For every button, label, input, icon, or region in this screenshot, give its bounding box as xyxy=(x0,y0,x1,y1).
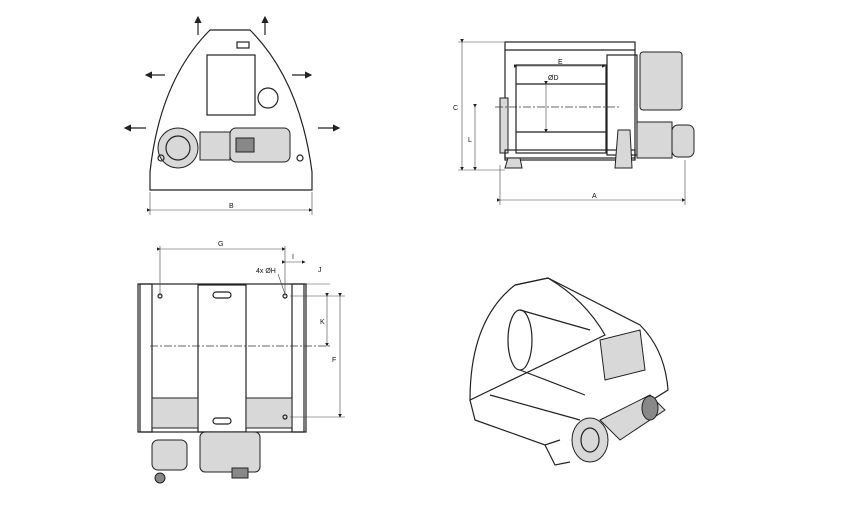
dim-g-label: G xyxy=(218,241,223,248)
dim-j-label: J xyxy=(318,267,322,274)
top-view: G 4x ØH I J K F xyxy=(137,241,345,484)
dim-b-label: B xyxy=(229,203,234,210)
side-view: C L A E ØD xyxy=(453,39,695,205)
dim-d-label: ØD xyxy=(548,75,559,82)
dim-a-label: A xyxy=(592,193,597,200)
front-view: B xyxy=(123,15,341,215)
lifting-direction-arrows xyxy=(123,15,341,132)
dim-c-label: C xyxy=(453,105,458,112)
dim-f-label: F xyxy=(332,357,336,364)
isometric-view xyxy=(469,277,669,466)
dim-i-label: I xyxy=(292,254,294,261)
dim-k-label: K xyxy=(320,319,325,326)
dim-l-label: L xyxy=(468,137,472,144)
dim-e-label: E xyxy=(558,59,563,66)
dim-h-label: 4x ØH xyxy=(256,268,276,275)
